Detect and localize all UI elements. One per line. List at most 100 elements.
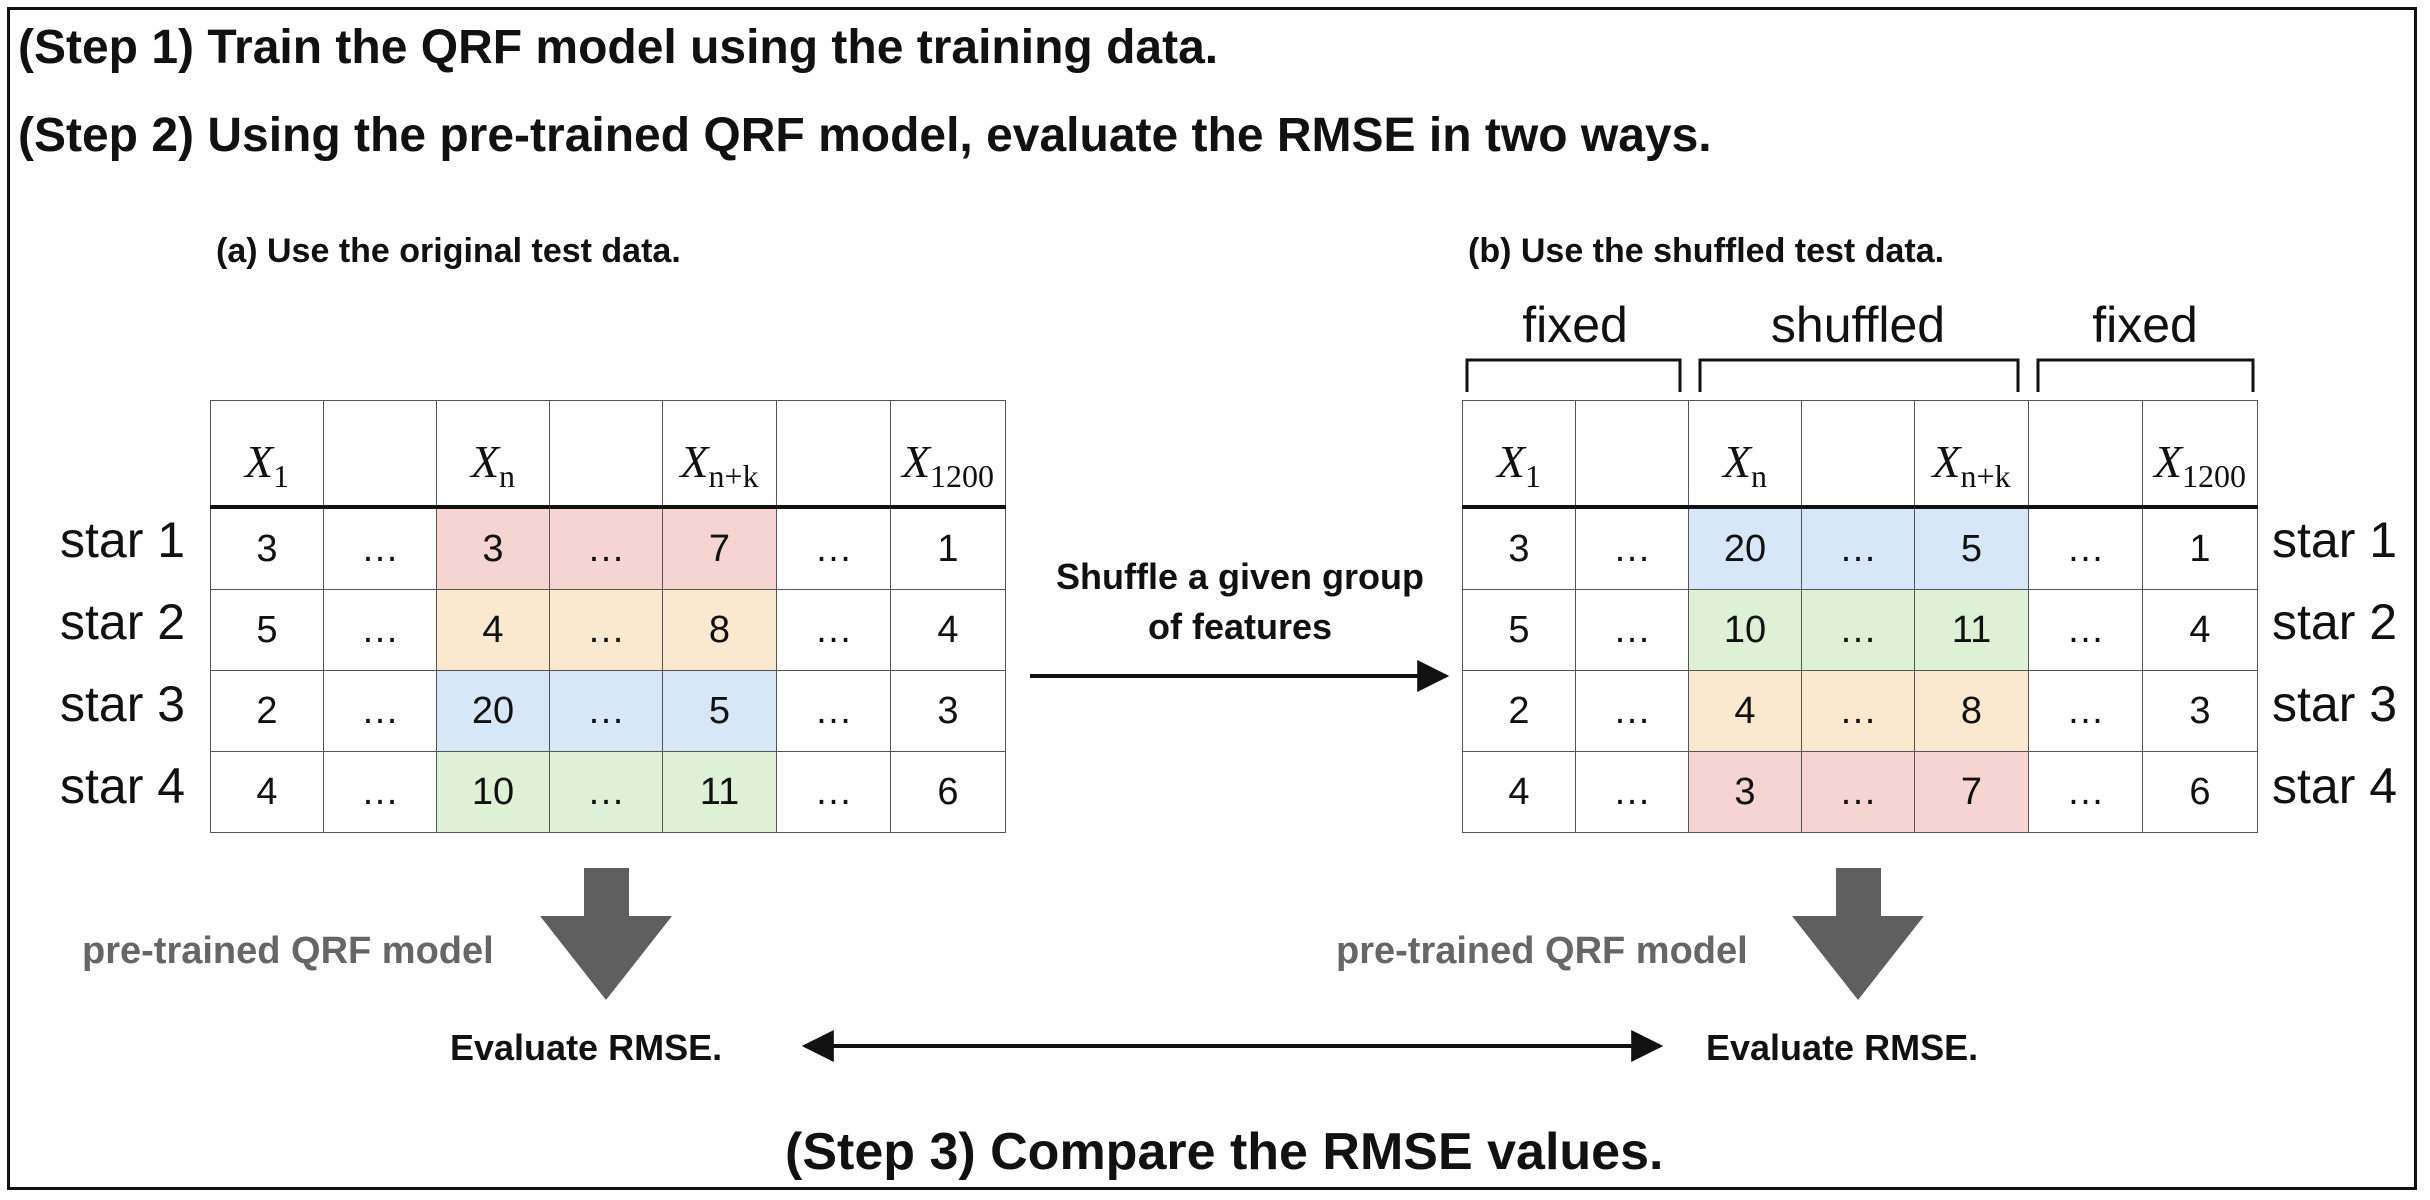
table-cell: 3 (890, 670, 1006, 752)
table-cell: … (323, 506, 437, 590)
table-cell: … (323, 751, 437, 833)
step-2-text: (Step 2) Using the pre-trained QRF model… (18, 109, 1712, 162)
table-cell: … (549, 506, 663, 590)
step-1-text: (Step 1) Train the QRF model using the t… (18, 21, 1219, 74)
shuffle-label-line-1: Shuffle a given group (1055, 556, 1424, 597)
panel-b-title: (b) Use the shuffled test data. (1468, 232, 1945, 270)
bracket-fixed-right (2036, 358, 2255, 392)
column-header (1575, 400, 1689, 509)
table-cell: 4 (210, 751, 324, 833)
column-header-subscript: n (1751, 458, 1768, 494)
table-row: 3…20…5…1 (1462, 506, 2258, 590)
bracket-fixed-left (1465, 358, 1682, 392)
row-label-star: star 4 (60, 758, 186, 814)
table-cell: 4 (436, 589, 550, 671)
table-cell: … (1575, 506, 1689, 590)
column-header: X1200 (2142, 400, 2258, 509)
table-cell: 20 (1688, 506, 1802, 590)
column-header-subscript: n+k (1960, 458, 2011, 494)
evaluate-rmse-left: Evaluate RMSE. (450, 1027, 723, 1068)
table-cell: 4 (890, 589, 1006, 671)
row-label-star: star 3 (2272, 676, 2398, 732)
down-arrow-right (1792, 868, 1924, 1000)
table-row: 2…4…8…3 (1462, 670, 2258, 752)
column-header-subscript: 1200 (930, 458, 995, 494)
group-label-shuffled: shuffled (1770, 297, 1946, 353)
column-header (776, 400, 891, 509)
column-header-symbol: X (1496, 435, 1526, 487)
column-header (323, 400, 437, 509)
table-cell: 3 (1462, 506, 1576, 590)
column-header-symbol: X (1722, 435, 1752, 487)
table-cell: 5 (1914, 506, 2029, 590)
row-label-star: star 1 (60, 512, 186, 568)
table-row: 2…20…5…3 (210, 670, 1006, 752)
column-header-symbol: X (470, 435, 500, 487)
table-cell: … (1801, 670, 1915, 752)
table-cell: 11 (662, 751, 777, 833)
table-cell: … (323, 670, 437, 752)
table-cell: 8 (662, 589, 777, 671)
table-cell: 4 (2142, 589, 2258, 671)
table-cell: … (1801, 506, 1915, 590)
table-cell: 3 (436, 506, 550, 590)
column-header (1801, 400, 1915, 509)
row-label-star: star 2 (2272, 594, 2398, 650)
row-label-star: star 1 (2272, 512, 2398, 568)
table-cell: … (549, 751, 663, 833)
table-cell: 8 (1914, 670, 2029, 752)
table-cell: 3 (210, 506, 324, 590)
table-cell: … (1575, 751, 1689, 833)
table-cell: 6 (890, 751, 1006, 833)
table-cell: … (549, 670, 663, 752)
table-cell: 1 (890, 506, 1006, 590)
table-cell: 4 (1462, 751, 1576, 833)
table-cell: … (2028, 589, 2143, 671)
table-cell: … (2028, 670, 2143, 752)
table-cell: … (1801, 589, 1915, 671)
table-cell: … (2028, 506, 2143, 590)
table-cell: 5 (662, 670, 777, 752)
table-cell: 7 (662, 506, 777, 590)
table-cell: 2 (210, 670, 324, 752)
column-header-subscript: 1 (273, 458, 290, 494)
column-header: X1 (210, 400, 324, 509)
evaluate-rmse-right: Evaluate RMSE. (1706, 1027, 1979, 1068)
table-row: 4…10…11…6 (210, 751, 1006, 833)
table-cell: 3 (1688, 751, 1802, 833)
table-cell: 11 (1914, 589, 2029, 671)
table-cell: 10 (436, 751, 550, 833)
table-row: 5…4…8…4 (210, 589, 1006, 671)
down-arrow-left (540, 868, 672, 1000)
row-label-star: star 2 (60, 594, 186, 650)
column-header: X1200 (890, 400, 1006, 509)
table-cell: 20 (436, 670, 550, 752)
column-header-subscript: n (499, 458, 516, 494)
table-cell: 5 (210, 589, 324, 671)
table-cell: 2 (1462, 670, 1576, 752)
column-header-symbol: X (244, 435, 274, 487)
table-cell: 1 (2142, 506, 2258, 590)
model-label-left: pre-trained QRF model (82, 930, 494, 972)
table-row: 3…3…7…1 (210, 506, 1006, 590)
group-label-fixed-right: fixed (2092, 297, 2198, 353)
column-header-symbol: X (680, 435, 709, 487)
table-cell: 10 (1688, 589, 1802, 671)
column-header-symbol: X (1932, 435, 1961, 487)
column-header-subscript: n+k (708, 458, 759, 494)
shuffle-label-line-2: of features (1147, 606, 1333, 647)
table-row: 4…3…7…6 (1462, 751, 2258, 833)
table-cell: 3 (2142, 670, 2258, 752)
column-header-symbol: X (901, 435, 931, 487)
table-cell: 7 (1914, 751, 2029, 833)
column-header: Xn+k (1914, 400, 2029, 509)
table-cell: … (1575, 670, 1689, 752)
table-cell: … (776, 589, 891, 671)
column-header-subscript: 1 (1525, 458, 1542, 494)
